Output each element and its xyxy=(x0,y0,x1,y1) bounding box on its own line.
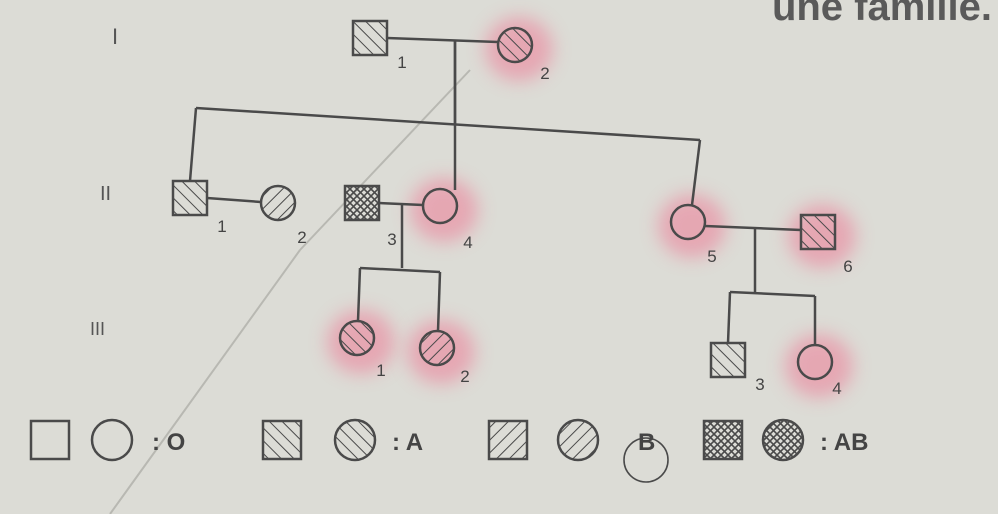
sibship-line-iii-left xyxy=(359,266,441,274)
individual-number: 3 xyxy=(755,375,764,394)
legend-item-o: : O xyxy=(29,418,185,462)
generation-label-1: I xyxy=(112,24,118,49)
marriage-line-ii1-ii2 xyxy=(206,196,262,204)
legend-square-a xyxy=(261,419,303,461)
individual-number: 2 xyxy=(460,367,469,386)
highlight-marks xyxy=(327,17,856,398)
individual-number: 4 xyxy=(463,233,472,252)
individual-number: 1 xyxy=(397,53,406,72)
marriage-line-ii5-ii6 xyxy=(704,224,802,232)
individual-ii-4 xyxy=(421,187,459,225)
legend-label: : A xyxy=(392,429,423,456)
drop-line-iii1 xyxy=(356,267,362,322)
individual-number: 4 xyxy=(832,379,841,398)
individual-iii-4 xyxy=(796,343,834,381)
individual-number: 1 xyxy=(376,361,385,380)
individual-iii-1 xyxy=(338,319,376,357)
individual-i-1 xyxy=(351,19,389,57)
legend-item-a: : A xyxy=(261,418,423,462)
individual-ii-5 xyxy=(669,203,707,241)
individual-ii-2 xyxy=(259,184,297,222)
drop-line-iii2 xyxy=(436,271,442,332)
legend-b-ring xyxy=(623,437,669,483)
legend-circle-o xyxy=(90,418,134,462)
drop-line-iii3 xyxy=(726,291,732,344)
generation-label-2: II xyxy=(100,183,111,205)
individual-number: 2 xyxy=(540,64,549,83)
individual-iii-3 xyxy=(709,341,747,379)
generation-label-3: III xyxy=(90,319,105,339)
legend-label: : AB xyxy=(820,429,868,456)
legend-circle-ab xyxy=(761,418,805,462)
individual-number: 6 xyxy=(843,257,852,276)
individual-i-2 xyxy=(496,26,534,64)
legend-square-ab xyxy=(702,419,744,461)
individual-ii-3 xyxy=(343,184,381,222)
header-fragment: une famille. xyxy=(772,0,992,29)
legend-circle-b xyxy=(556,418,600,462)
legend-circle-a xyxy=(333,418,377,462)
legend-square-o xyxy=(29,419,71,461)
sibship-line-iii-right xyxy=(729,290,816,298)
individual-number: 3 xyxy=(387,230,396,249)
pedigree-lines xyxy=(188,36,817,345)
individuals-layer: 1 2 1 2 3 4 5 6 1 2 3 4 xyxy=(171,19,853,398)
individual-number: 5 xyxy=(707,247,716,266)
drop-line-ii5 xyxy=(690,139,702,206)
legend-square-b xyxy=(487,419,529,461)
legend-label: : O xyxy=(152,429,185,456)
individual-iii-2 xyxy=(418,329,456,367)
highlight-iii-4 xyxy=(785,334,853,398)
individual-number: 2 xyxy=(297,228,306,247)
pencil-marks xyxy=(109,69,471,514)
sibship-line-ii xyxy=(195,106,701,142)
individual-ii-1 xyxy=(171,179,209,217)
legend-label: B xyxy=(638,429,655,456)
drop-line-ii1 xyxy=(188,107,198,182)
marriage-line-i xyxy=(386,36,499,44)
individual-number: 1 xyxy=(217,217,226,236)
legend-item-b: B xyxy=(487,418,669,483)
legend-item-ab: : AB xyxy=(702,418,868,462)
individual-ii-6 xyxy=(799,213,837,251)
